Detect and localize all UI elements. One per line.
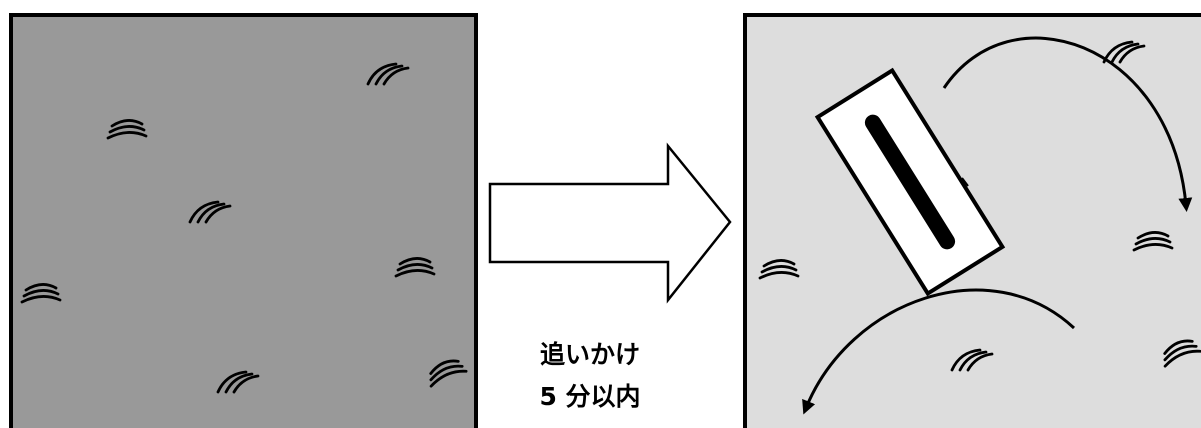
curved-arrow-icon <box>942 36 1193 212</box>
caption-line-2: 5 分以内 <box>539 382 641 411</box>
caption-line-1: 追いかけ <box>539 340 640 369</box>
right-arrow-icon <box>488 142 732 304</box>
curved-arrow-icon <box>802 288 1076 415</box>
trowel-tip-mark <box>961 177 969 187</box>
before-panel-surface <box>9 13 478 428</box>
before-panel <box>9 13 478 428</box>
after-panel <box>743 13 1201 428</box>
float-trowel-icon <box>814 67 1006 297</box>
